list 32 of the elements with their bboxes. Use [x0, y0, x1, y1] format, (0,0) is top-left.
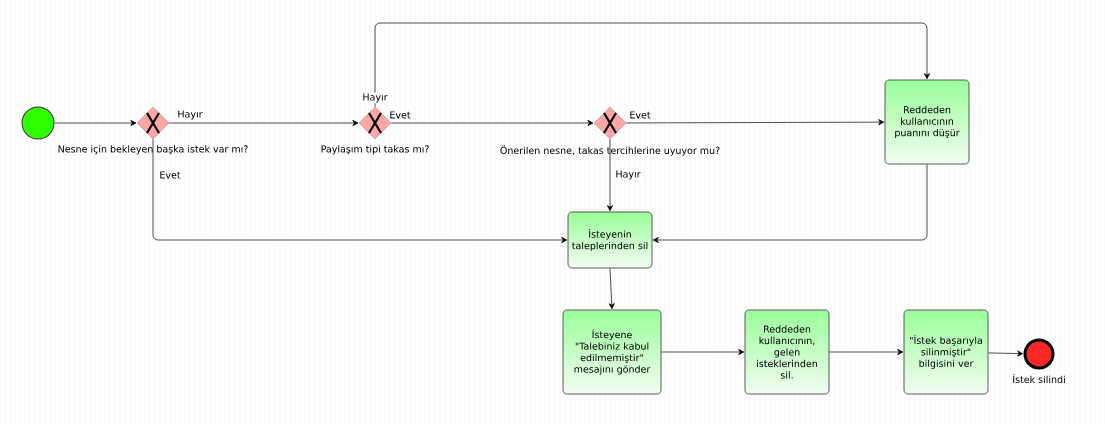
question-label: Önerilen nesne, takas tercihlerine uyuyor mu? — [500, 145, 720, 156]
arrow — [652, 164, 928, 243]
arrow — [661, 349, 745, 355]
arrow — [607, 138, 613, 212]
edge-label: Hayır — [361, 92, 389, 104]
arrow — [988, 350, 1024, 357]
arrow — [390, 120, 594, 126]
task-box: "İstek başarıyla silinmiştir" bilgisini ver — [903, 309, 989, 395]
arrow — [829, 349, 904, 355]
arrow — [625, 119, 885, 126]
start-event-circle — [21, 106, 55, 140]
task-box: Reddeden kullanıcının, gelen isteklerinden sil. — [744, 309, 830, 395]
task-box: Reddeden kullanıcının puanını düşür — [884, 79, 970, 165]
gateway-diamond — [136, 106, 170, 140]
arrow — [608, 268, 615, 310]
task-box: İsteyenin taleplerinden sil — [567, 211, 653, 269]
gateway-diamond — [358, 106, 392, 140]
arrow — [152, 138, 568, 243]
question-label: Paylaşım tipi takas mı? — [321, 145, 429, 155]
arrow — [168, 120, 359, 126]
edge-label: Hayır — [176, 109, 204, 121]
edge-label: Evet — [158, 170, 182, 180]
end-event-circle — [1023, 338, 1055, 370]
task-box: İsteyene "Talebiniz kabul edilmemiştir" mesajını gönder — [562, 309, 662, 395]
arrow — [54, 120, 137, 126]
question-label: İstek silindi — [1013, 374, 1065, 384]
edge-label: Evet — [628, 110, 652, 120]
arrow — [374, 22, 930, 108]
question-label: Nesne için bekleyen başka istek var mı? — [58, 145, 248, 155]
edge-label: Evet — [388, 110, 412, 120]
gateway-diamond — [593, 106, 627, 140]
edge-label: Hayır — [614, 169, 642, 181]
